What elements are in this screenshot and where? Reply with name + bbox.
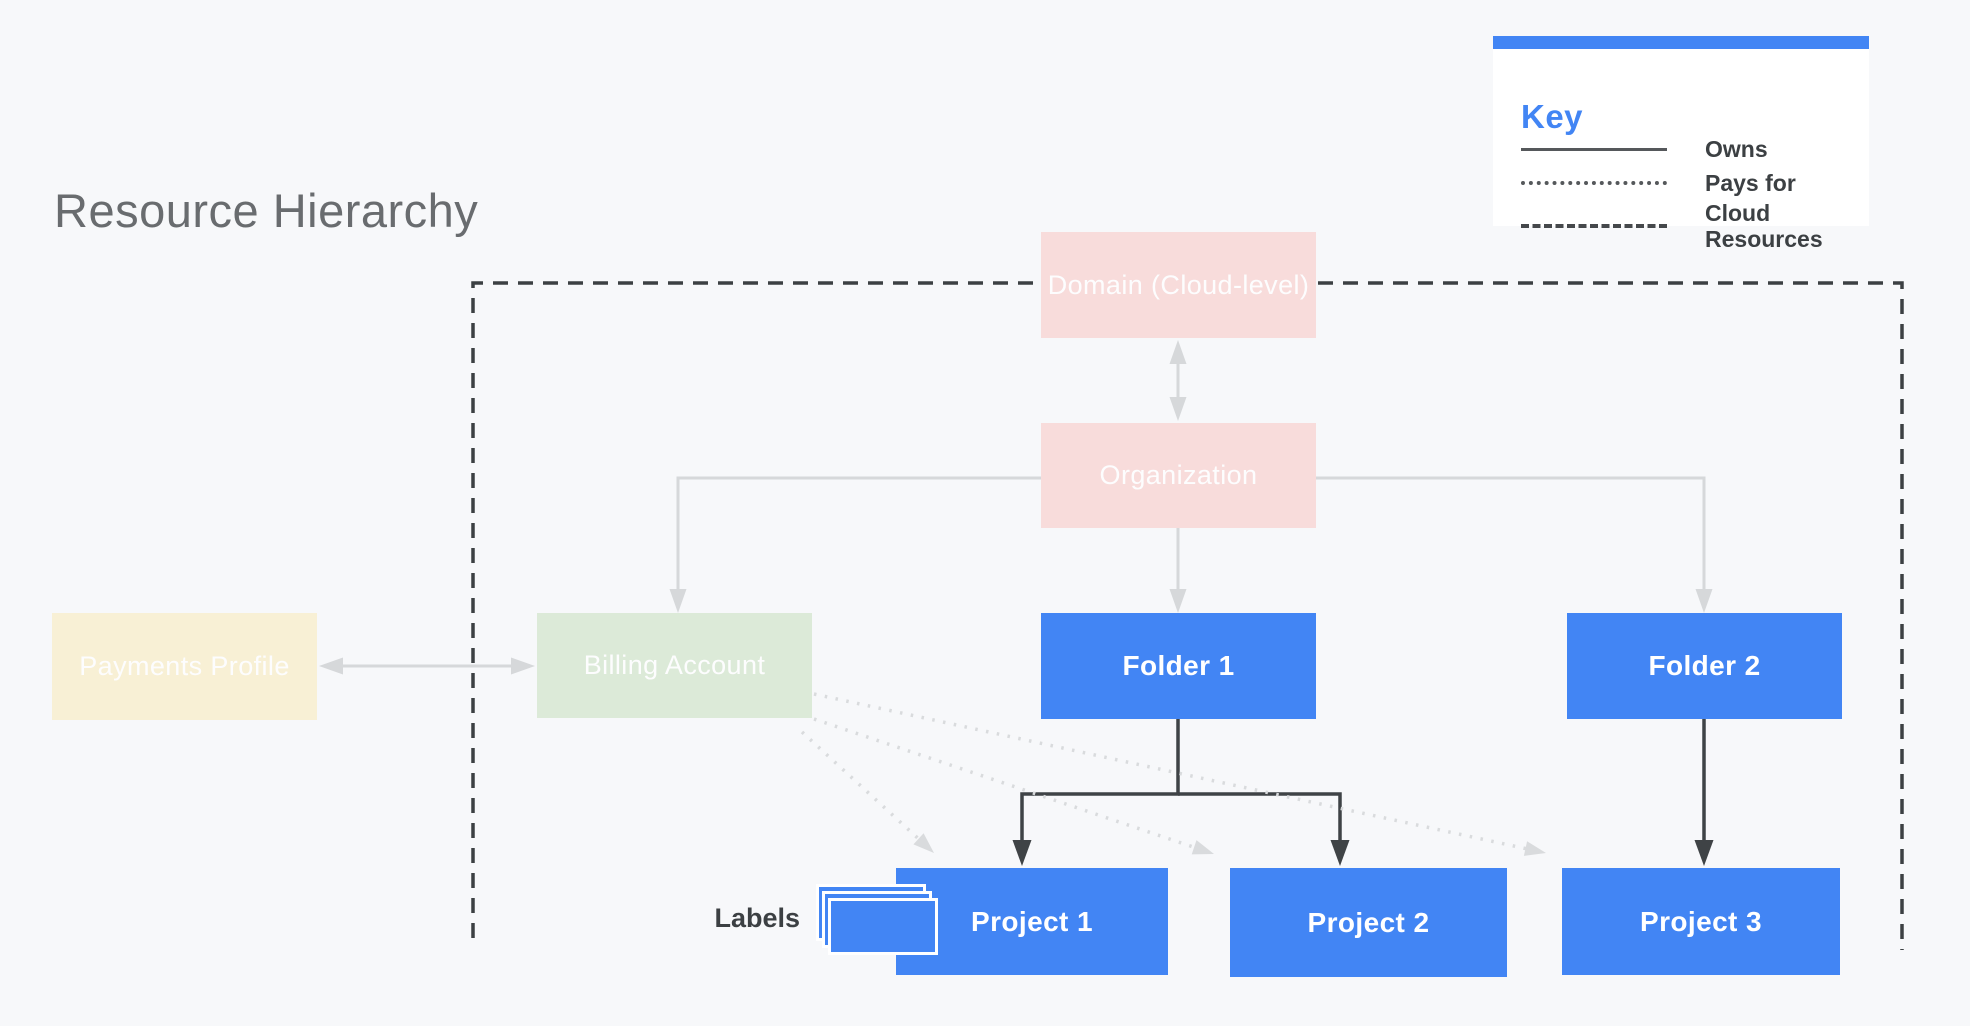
legend-line-dashed-icon: [1521, 224, 1667, 228]
legend-accent-bar: [1493, 36, 1869, 49]
legend-item-pays-for: Pays for: [1521, 166, 1841, 200]
edge-billing-project2-pays: [813, 717, 1214, 855]
edge-folder2-project3-owns: [1694, 719, 1714, 866]
label-card: [828, 898, 938, 955]
node-billing-account: Billing Account: [537, 613, 812, 718]
arrowhead: [669, 589, 687, 613]
arrowhead: [1169, 589, 1187, 613]
edge-billing-project1-pays: [800, 730, 934, 853]
legend-label: Cloud Resources: [1705, 200, 1823, 252]
node-folder-1: Folder 1: [1041, 613, 1316, 719]
legend-title: Key: [1521, 98, 1584, 135]
node-project-1: Project 1: [896, 868, 1168, 975]
node-label: Domain (Cloud-level): [1047, 269, 1310, 300]
edge-organization-billing-owns: [669, 476, 1041, 613]
edge-billing-project3-pays: [813, 692, 1546, 856]
node-payments-profile: Payments Profile: [52, 613, 317, 720]
edge-organization-folder1-owns: [1169, 528, 1187, 613]
arrowhead: [511, 657, 535, 675]
node-label: Organization: [1099, 460, 1258, 490]
legend-line-dotted-icon: [1521, 181, 1667, 185]
arrowhead: [1191, 840, 1214, 855]
arrowhead: [1523, 841, 1546, 856]
edge-domain-organization-owns: [1169, 340, 1187, 421]
arrowhead: [319, 657, 343, 675]
node-label: Project 1: [971, 905, 1093, 937]
arrowhead: [1012, 840, 1032, 866]
legend-line-solid-icon: [1521, 147, 1667, 151]
labels-caption: Labels: [714, 903, 800, 933]
arrowhead: [1169, 340, 1187, 364]
edge-organization-folder2-owns: [1316, 476, 1713, 613]
node-label: Project 3: [1640, 905, 1762, 937]
legend-label: Pays for: [1705, 170, 1796, 196]
node-label: Billing Account: [583, 650, 766, 680]
edge-folder1-project2-owns: [1178, 792, 1350, 866]
edge-payments-billing-link: [319, 657, 535, 675]
node-project-3: Project 3: [1562, 868, 1840, 975]
page-title: Resource Hierarchy: [54, 184, 479, 237]
arrowhead: [913, 833, 934, 853]
arrowhead: [1169, 397, 1187, 421]
node-label: Payments Profile: [79, 651, 290, 681]
arrowhead: [1694, 840, 1714, 866]
legend-item-cloud-resources: Cloud Resources: [1521, 200, 1841, 252]
legend-item-owns: Owns: [1521, 132, 1841, 166]
node-project-2: Project 2: [1230, 868, 1507, 977]
node-folder-2: Folder 2: [1567, 613, 1842, 719]
node-label: Project 2: [1307, 906, 1430, 938]
labels-stack-icon: [816, 884, 948, 964]
node-label: Folder 2: [1648, 650, 1761, 681]
node-label: Folder 1: [1122, 650, 1235, 681]
edge-folder1-project1-owns: [1012, 719, 1180, 866]
arrowhead: [1695, 589, 1713, 613]
legend-label: Owns: [1705, 136, 1768, 162]
node-domain: Domain (Cloud-level): [1041, 232, 1316, 338]
arrowhead: [1330, 840, 1350, 866]
node-organization: Organization: [1041, 423, 1316, 528]
cloud-resources-boundary: [471, 281, 1904, 950]
